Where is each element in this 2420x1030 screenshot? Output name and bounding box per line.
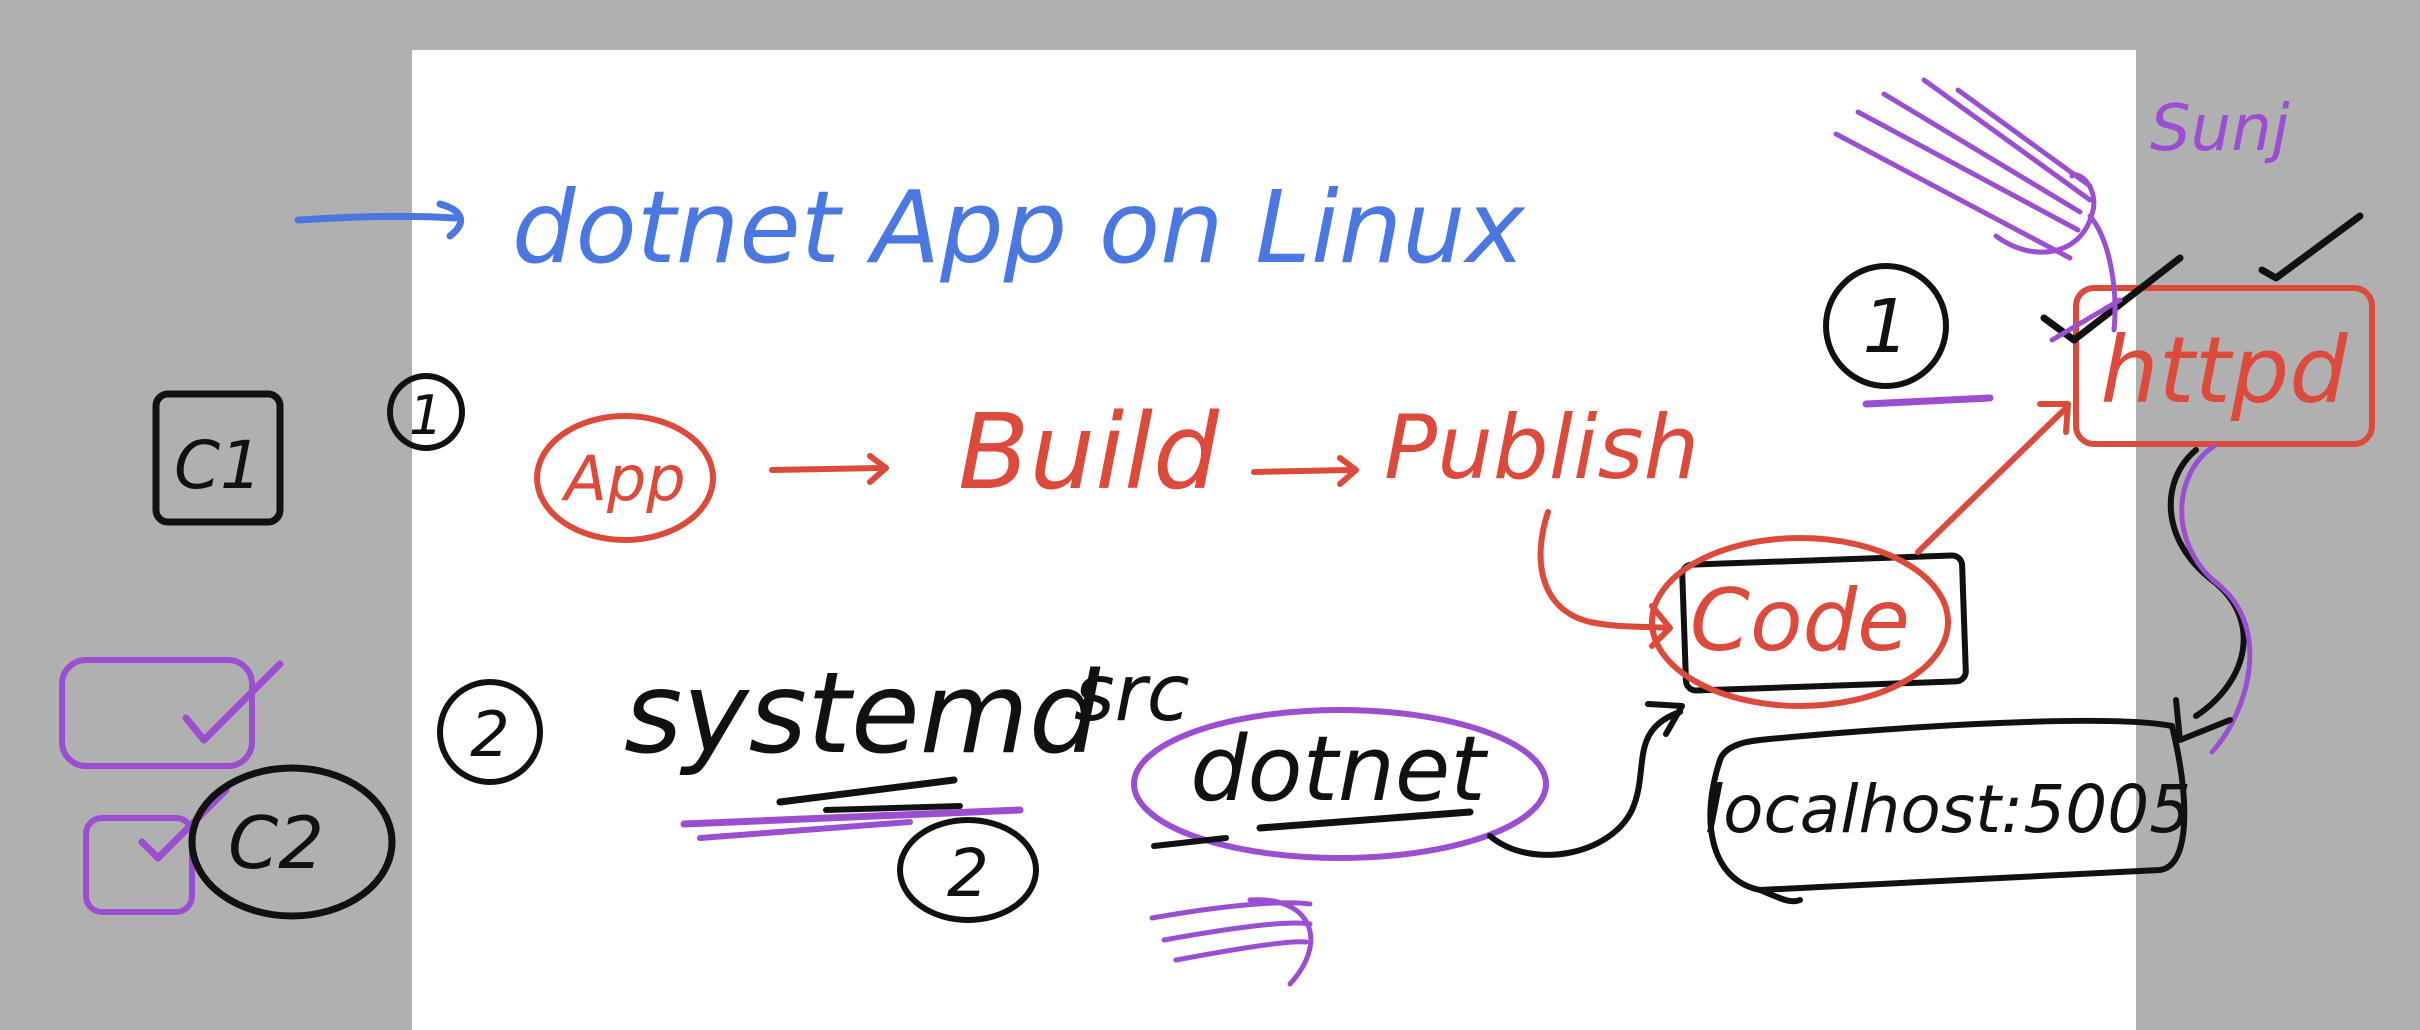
httpd-check-icon xyxy=(2040,254,2184,344)
src-node: src xyxy=(1074,649,1190,739)
localhost-box xyxy=(1707,717,2188,893)
systemd-node: systemd xyxy=(624,649,1101,779)
c2-label: C2 xyxy=(228,801,324,885)
connector-httpd-localhost-purple xyxy=(2179,443,2253,755)
c1-box xyxy=(152,390,284,526)
app-node: App xyxy=(560,442,685,515)
systemd-underline xyxy=(776,776,958,806)
arrow-app-build xyxy=(769,453,889,485)
code-ring xyxy=(1649,535,1951,709)
httpd-marker: 1 xyxy=(1862,284,1909,370)
build-node: Build xyxy=(958,391,1220,513)
arrow-publish-code xyxy=(1537,509,1671,631)
purple-scribble xyxy=(1833,77,2123,343)
step1-marker: 1 xyxy=(409,384,443,447)
systemd-underline-purple xyxy=(680,806,1024,828)
left-purple-box-1 xyxy=(59,657,255,769)
left-purple-box-2 xyxy=(83,815,195,915)
connector-arrowhead xyxy=(2173,697,2233,743)
app-node-ring xyxy=(534,413,716,543)
dotnet-ring xyxy=(1131,707,1549,861)
dotnet-lead-line xyxy=(1151,835,1229,849)
httpd-marker-circle xyxy=(1823,263,1949,389)
arrow-code-httpd-head xyxy=(2037,401,2071,435)
localhost-node: localhost:5005 xyxy=(1705,771,2191,848)
systemd-marker: 2 xyxy=(947,835,989,912)
title-arrow xyxy=(294,200,465,240)
httpd-node: httpd xyxy=(2100,317,2348,424)
step2-circle xyxy=(437,679,543,785)
annotation-top-right: Sunj xyxy=(2150,92,2290,166)
dotnet-emphasis xyxy=(1149,897,1314,987)
diagram-title: dotnet App on Linux xyxy=(512,169,1527,286)
publish-node: Publish xyxy=(1384,396,1699,499)
code-box xyxy=(1679,552,1969,694)
connector-dotnet-code-head xyxy=(1645,701,1685,737)
arrow-code-httpd xyxy=(1915,405,2069,555)
step2-marker: 2 xyxy=(470,698,509,771)
systemd-underline-2 xyxy=(823,803,963,813)
code-node: Code xyxy=(1690,571,1910,671)
httpd-box xyxy=(2073,285,2375,447)
dotnet-underline xyxy=(1256,808,1474,832)
connector-dotnet-code xyxy=(1487,709,1683,858)
localhost-box-tail xyxy=(1757,887,1803,905)
httpd-check-2-icon xyxy=(2258,212,2364,282)
left-check-1-icon xyxy=(182,660,284,744)
c2-ring xyxy=(188,764,396,920)
httpd-marker-underline xyxy=(1862,394,1994,408)
systemd-underline-purple-2 xyxy=(697,819,913,841)
step1-circle xyxy=(387,373,465,451)
dotnet-node: dotnet xyxy=(1190,717,1489,822)
arrow-build-publish xyxy=(1251,455,1359,487)
systemd-marker-circle xyxy=(897,817,1039,923)
c1-label: C1 xyxy=(174,427,262,504)
